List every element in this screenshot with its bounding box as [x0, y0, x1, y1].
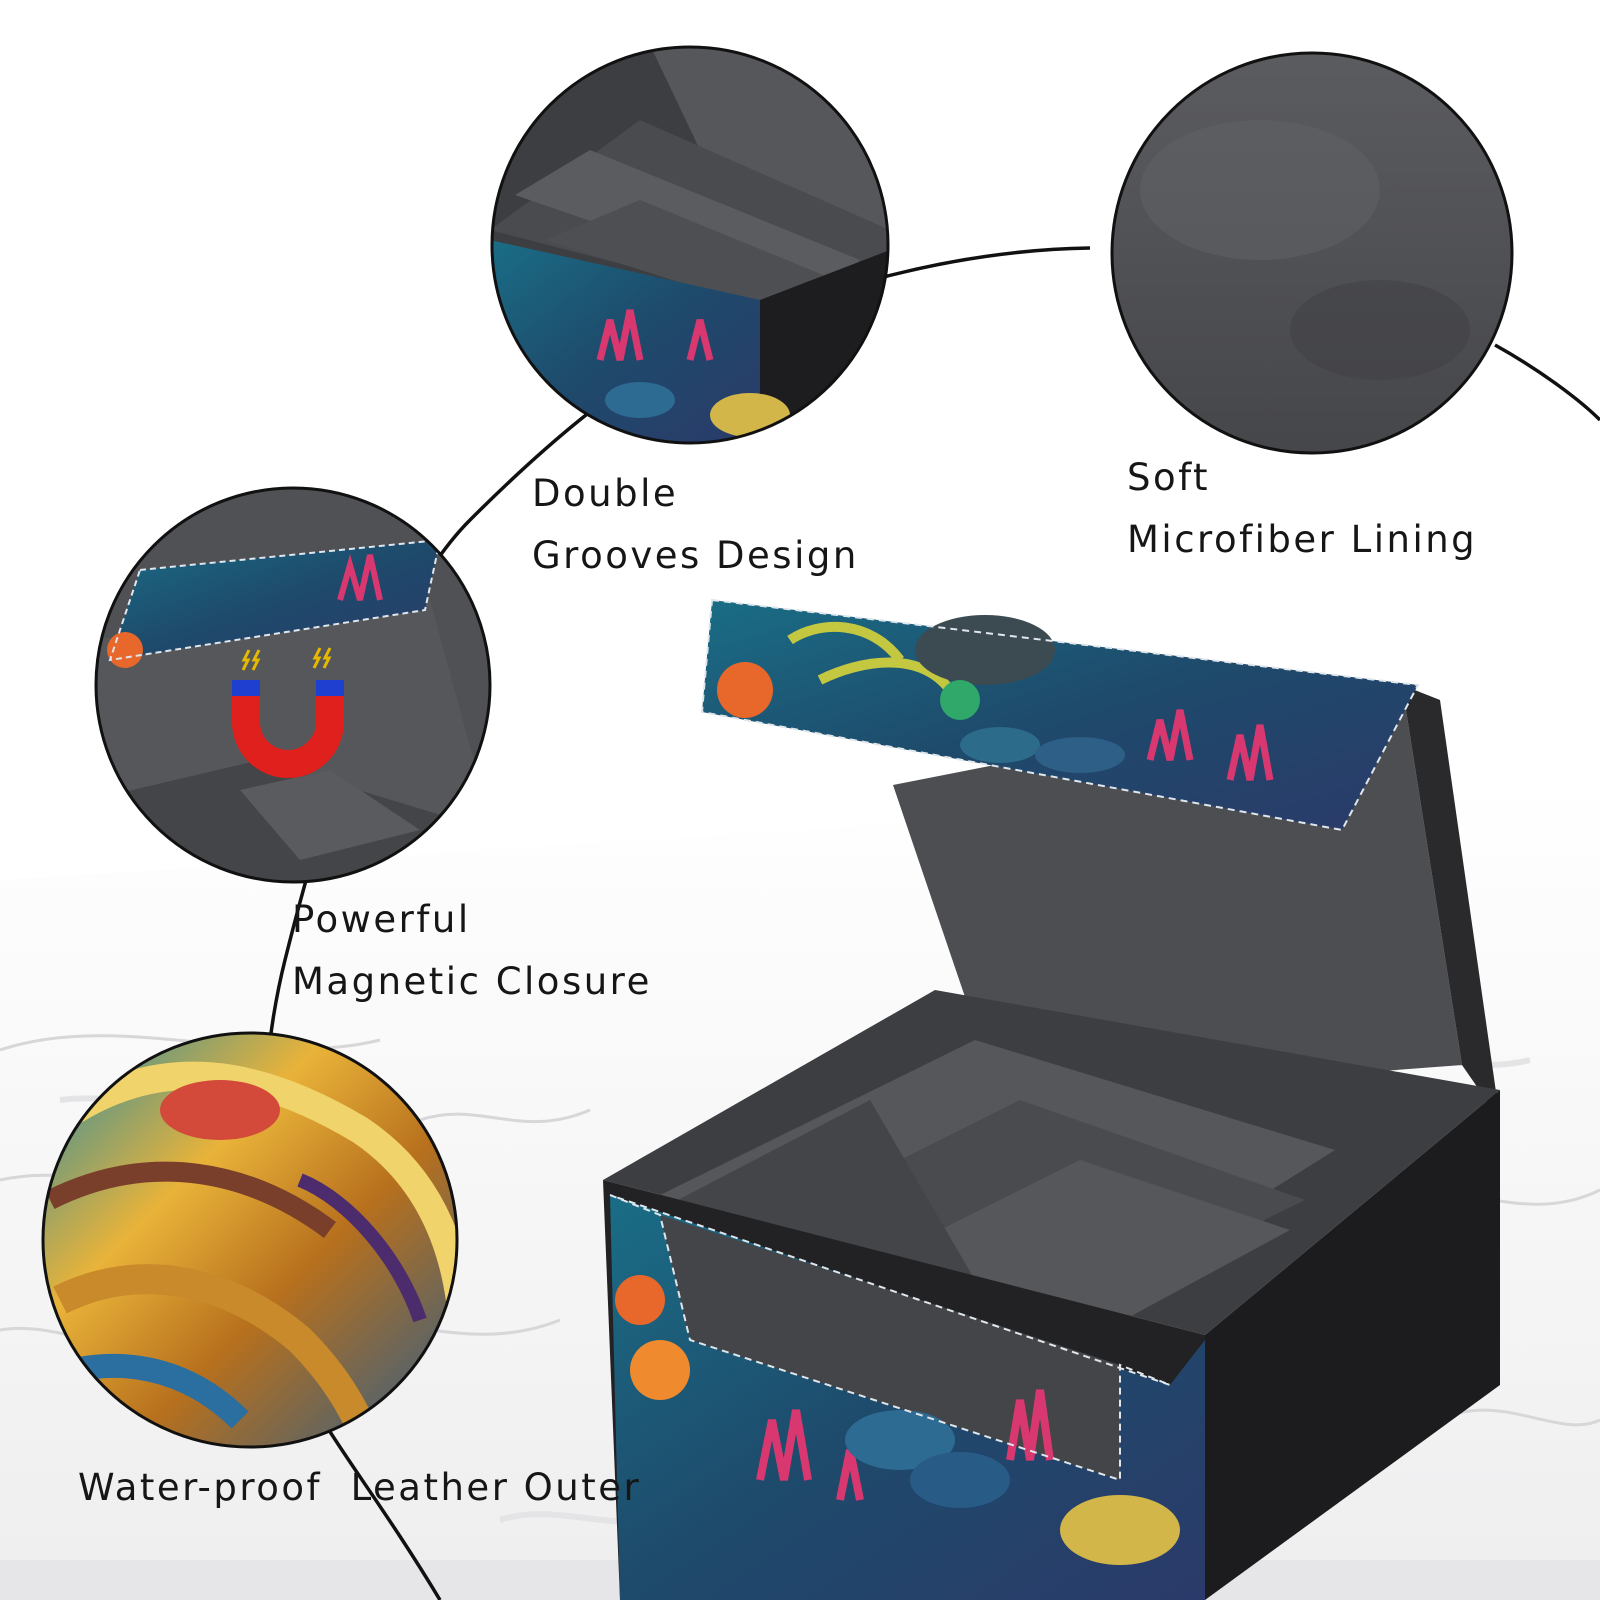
- lid-flap: [702, 600, 1418, 830]
- grooves-line1: Double: [532, 472, 679, 515]
- feature-magnet: Powerful Magnetic Closure: [292, 889, 652, 1013]
- magnet-icon: [232, 647, 344, 778]
- leather-detail-image: [43, 1033, 457, 1447]
- feature-leather: Water-proof Leather Outer: [78, 1458, 641, 1518]
- feature-grooves: Double Grooves Design: [532, 463, 859, 587]
- grooves-line2: Grooves Design: [532, 534, 859, 577]
- flap-coral-art: [717, 615, 1274, 781]
- magnet-line2: Magnetic Closure: [292, 960, 652, 1003]
- front-coral-art: [615, 1275, 1180, 1565]
- feature-lining: Soft Microfiber Lining: [1127, 447, 1477, 571]
- lining-line2: Microfiber Lining: [1127, 518, 1478, 561]
- leather-line1: Water-proof Leather Outer: [78, 1466, 642, 1509]
- magnet-detail-image: [96, 488, 490, 882]
- lining-detail-image: [1112, 53, 1512, 453]
- lining-line1: Soft: [1127, 456, 1211, 499]
- magnet-line1: Powerful: [292, 898, 471, 941]
- box-side: [1205, 1090, 1500, 1600]
- card-deck-box: [603, 598, 1500, 1600]
